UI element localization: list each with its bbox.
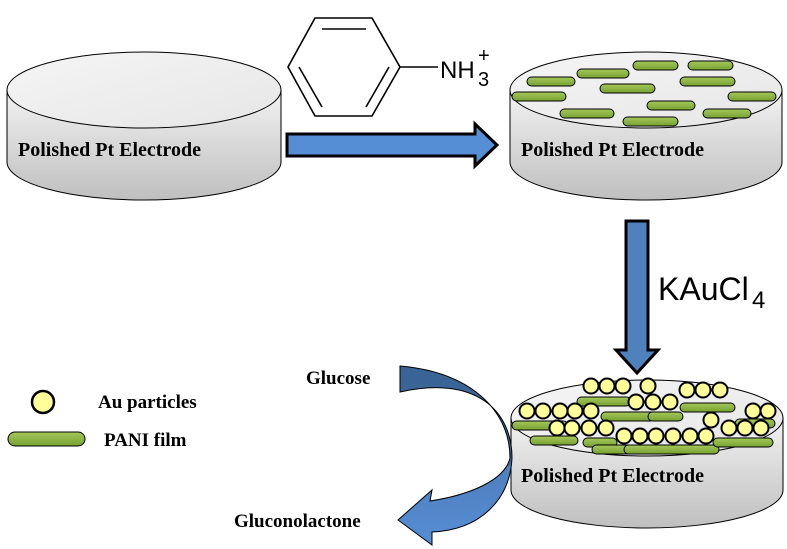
au-particle — [631, 427, 649, 445]
pani-film — [679, 402, 736, 413]
au-particle — [736, 419, 754, 437]
electrode-label: Polished Pt Electrode — [18, 139, 201, 161]
nh3-charge: + — [478, 45, 490, 67]
pani-film — [526, 76, 576, 87]
pani-film — [646, 100, 696, 111]
electrode-label: Polished Pt Electrode — [521, 465, 704, 487]
au-particle — [534, 402, 552, 420]
legend-label-pani: PANI film — [104, 430, 187, 451]
electrode-bare: Polished Pt Electrode — [6, 51, 282, 201]
pani-film — [622, 116, 679, 127]
au-particle — [597, 419, 615, 437]
au-particle — [752, 419, 770, 437]
au-particle — [563, 419, 581, 437]
au-particle — [627, 393, 645, 411]
nh3-label: NH — [440, 57, 475, 84]
au-particle-legend-icon — [30, 389, 56, 415]
pani-film-group — [511, 60, 777, 127]
benzene-ring-icon — [287, 17, 401, 117]
legend-label-au: Au particles — [98, 392, 197, 413]
pani-film — [559, 108, 615, 119]
pani-film — [576, 68, 630, 79]
electrode-top — [6, 51, 282, 129]
pani-film — [687, 60, 734, 71]
au-particle — [598, 377, 616, 395]
electrode-pani: Polished Pt Electrode — [509, 51, 783, 201]
au-particle — [661, 393, 679, 411]
kaucl4-subscript: 4 — [752, 287, 765, 314]
au-particle — [694, 381, 712, 399]
au-particle-group — [518, 377, 777, 445]
electrode-label: Polished Pt Electrode — [521, 139, 704, 161]
pani-film — [576, 396, 632, 407]
au-particle — [644, 393, 662, 411]
anilinium-molecule — [287, 17, 438, 117]
au-particle — [548, 419, 566, 437]
pani-film — [599, 83, 656, 94]
au-particle — [639, 377, 657, 395]
electrode-au-pani: Polished Pt Electrode — [510, 377, 784, 529]
au-particle — [615, 427, 633, 445]
au-particle — [702, 411, 720, 429]
au-particle — [647, 427, 665, 445]
curved-arrow-icon — [397, 365, 513, 546]
pani-film — [529, 435, 579, 446]
au-particle — [697, 427, 715, 445]
au-particle — [664, 427, 682, 445]
pani-film — [623, 444, 720, 455]
pani-film — [632, 60, 679, 71]
pani-film — [727, 91, 777, 102]
au-particle — [678, 381, 696, 399]
au-particle — [681, 427, 699, 445]
pani-film-legend-icon — [7, 431, 86, 447]
au-particle — [614, 377, 632, 395]
au-particle — [580, 419, 598, 437]
kaucl4-label: KAuCl — [658, 271, 749, 307]
legend: Au particles PANI film — [7, 389, 197, 451]
arrow-right-icon — [285, 120, 500, 170]
au-particle — [759, 402, 777, 420]
au-particle — [518, 402, 536, 420]
au-particle — [720, 419, 738, 437]
au-particle — [582, 402, 600, 420]
gluconolactone-label: Gluconolactone — [234, 511, 361, 532]
glucose-label: Glucose — [306, 368, 370, 389]
au-particle — [744, 402, 762, 420]
au-particle — [566, 402, 584, 420]
pani-film — [511, 91, 567, 102]
arrow-down-icon — [612, 219, 662, 376]
au-particle — [551, 402, 569, 420]
double-bond — [298, 66, 323, 108]
nh3-subscript: 3 — [478, 69, 489, 91]
pani-film — [647, 411, 684, 422]
pani-film — [600, 411, 656, 422]
au-particle — [582, 377, 600, 395]
pani-film — [702, 108, 752, 119]
pani-film — [712, 437, 774, 448]
double-bond — [365, 66, 390, 108]
au-particle — [711, 381, 729, 399]
pani-film — [679, 76, 736, 87]
